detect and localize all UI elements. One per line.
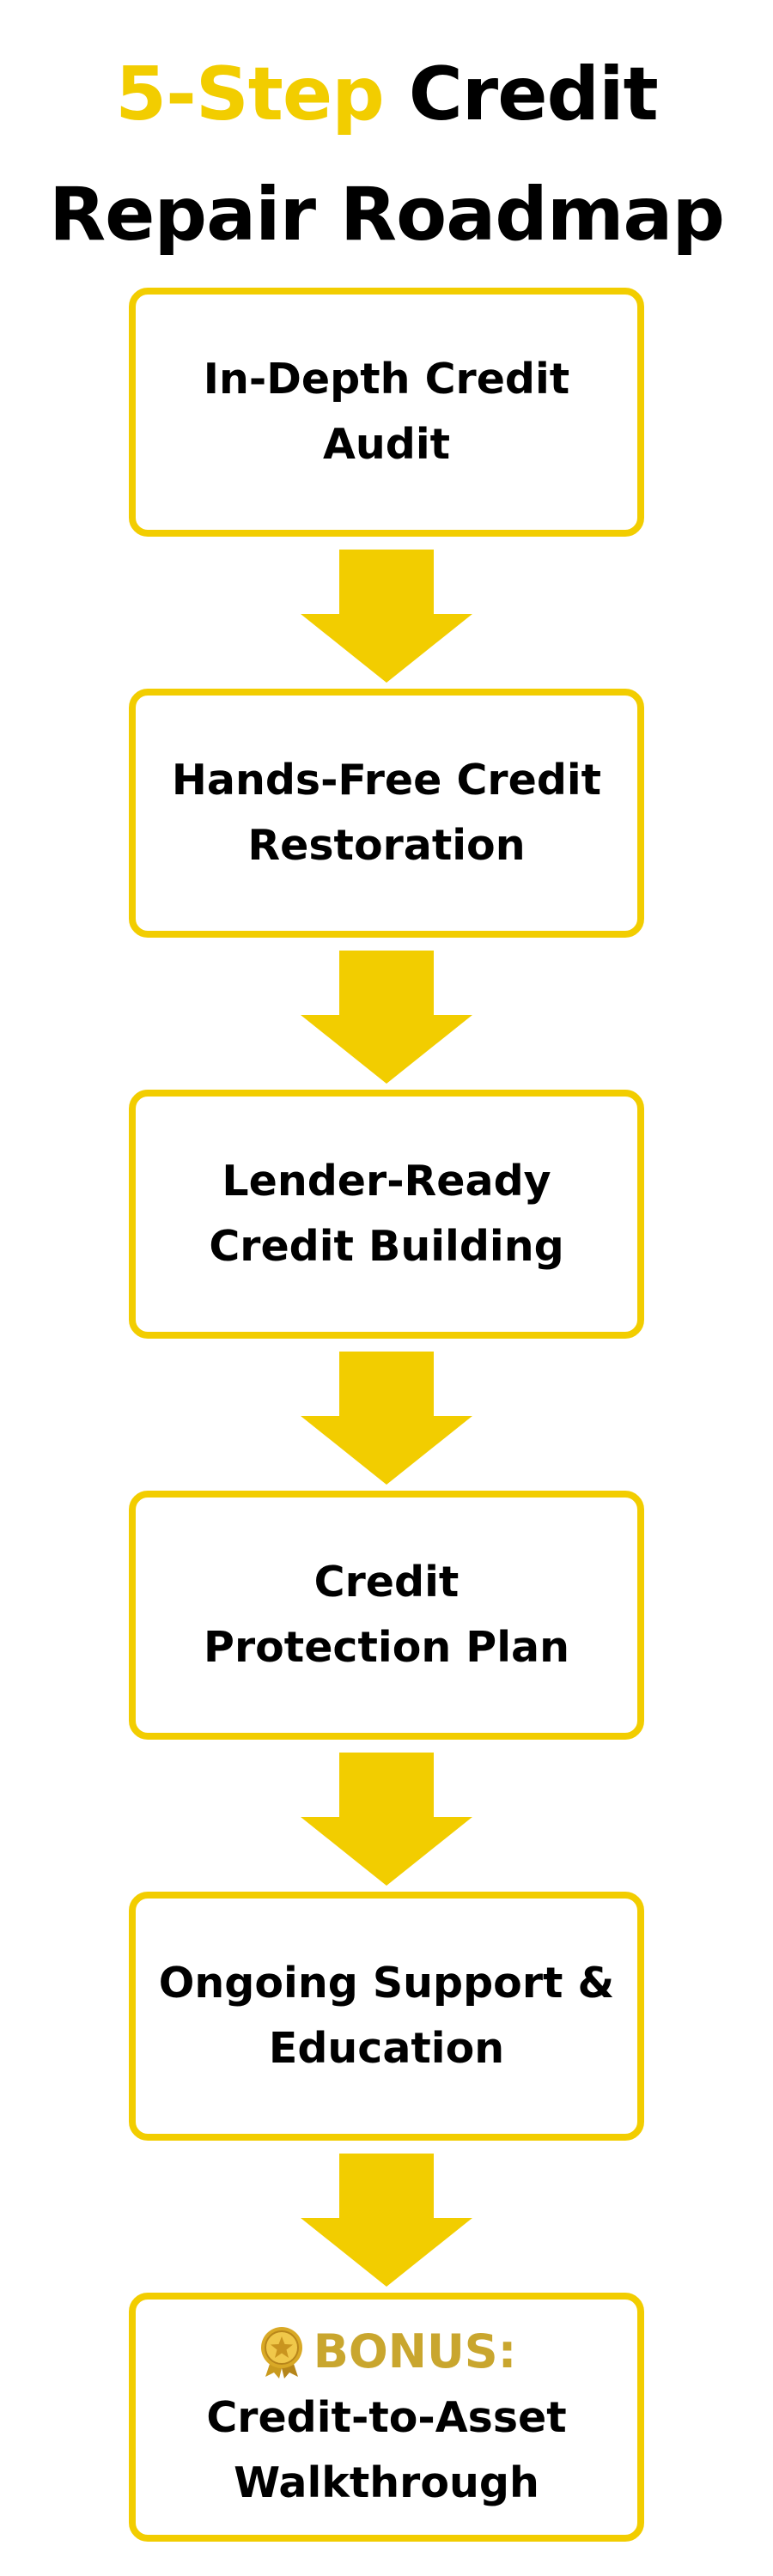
- arrow-down-1: [301, 550, 472, 683]
- step-1-line-1: In-Depth Credit: [203, 355, 570, 404]
- title-accent: 5-Step: [115, 52, 384, 137]
- title-line-1: 5-Step Credit: [0, 34, 773, 155]
- step-3-line-2: Credit Building: [209, 1222, 564, 1271]
- title-line-2: Repair Roadmap: [48, 172, 725, 258]
- arrow-down-3: [301, 1352, 472, 1485]
- step-1-box: In-Depth Credit Audit: [129, 288, 644, 537]
- step-5-line-1: Ongoing Support &: [158, 1959, 615, 2008]
- step-5-line-2: Education: [268, 2024, 505, 2073]
- step-4-line-1: Credit: [313, 1558, 460, 1607]
- step-5-box: Ongoing Support & Education: [129, 1892, 644, 2141]
- step-1-line-2: Audit: [322, 420, 451, 469]
- bonus-label: BONUS:: [313, 2324, 517, 2379]
- step-2-line-1: Hands-Free Credit: [171, 756, 602, 805]
- bonus-heading: BONUS:: [257, 2318, 517, 2385]
- arrow-down-4: [301, 1753, 472, 1886]
- step-3-line-1: Lender-Ready: [222, 1157, 551, 1206]
- gold-medal-icon: [260, 2327, 302, 2379]
- step-4-line-2: Protection Plan: [204, 1623, 569, 1672]
- bonus-box: BONUS: Credit-to-Asset Walkthrough: [129, 2293, 644, 2542]
- step-2-line-2: Restoration: [247, 821, 526, 870]
- bonus-line-1: Credit-to-Asset: [206, 2393, 567, 2442]
- step-4-box: Credit Protection Plan: [129, 1491, 644, 1740]
- arrow-down-2: [301, 951, 472, 1084]
- page-title: 5-Step Credit Repair Roadmap: [0, 34, 773, 275]
- step-2-box: Hands-Free Credit Restoration: [129, 689, 644, 938]
- step-3-box: Lender-Ready Credit Building: [129, 1090, 644, 1339]
- arrow-down-5: [301, 2154, 472, 2287]
- title-rest: Credit: [383, 52, 659, 137]
- bonus-line-2: Walkthrough: [234, 2458, 539, 2507]
